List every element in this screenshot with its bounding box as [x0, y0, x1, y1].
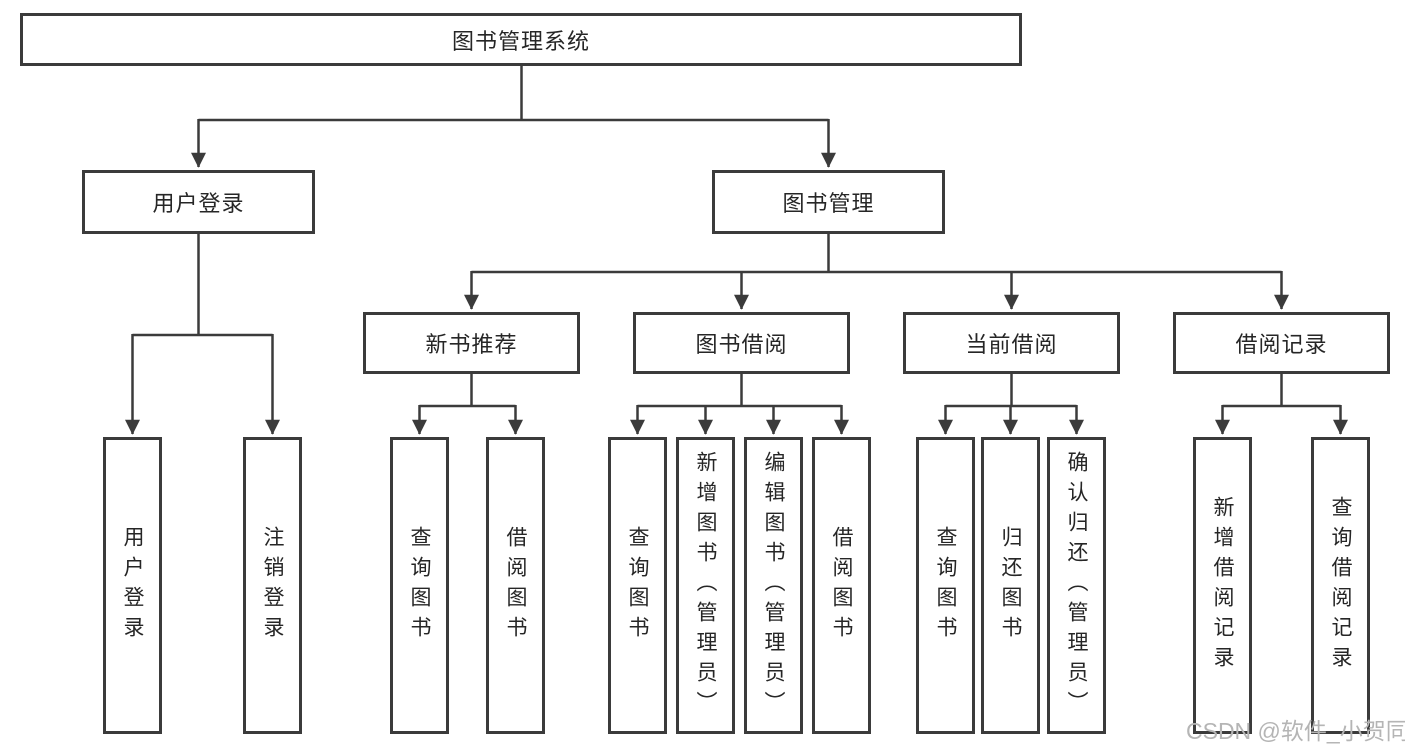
node-book-borrow-label: 图书借阅 — [695, 332, 788, 357]
leaf-query-book-3-label: 查询图书 — [934, 525, 957, 646]
leaf-query-book-2: 查询图书 — [608, 437, 667, 734]
leaf-return-book-label: 归还图书 — [999, 525, 1022, 646]
node-new-book-recommend: 新书推荐 — [363, 312, 580, 374]
node-user-login-label: 用户登录 — [152, 191, 245, 216]
leaf-borrow-book-2: 借阅图书 — [812, 437, 871, 734]
node-book-borrow: 图书借阅 — [633, 312, 850, 374]
leaf-borrow-book-1-label: 借阅图书 — [504, 525, 527, 646]
watermark: CSDN @软件_小贺同学 — [1186, 718, 1405, 744]
node-current-borrow: 当前借阅 — [903, 312, 1120, 374]
node-user-login: 用户登录 — [82, 170, 315, 234]
connector-trunks — [132, 66, 1341, 408]
node-root-system: 图书管理系统 — [20, 13, 1022, 66]
leaf-user-login-label: 用户登录 — [121, 525, 144, 646]
node-book-management: 图书管理 — [712, 170, 945, 234]
leaf-confirm-return-admin-label: 确认归还（管理员） — [1065, 450, 1088, 721]
leaf-query-book-1-label: 查询图书 — [408, 525, 431, 646]
leaf-query-book-3: 查询图书 — [916, 437, 975, 734]
leaf-return-book: 归还图书 — [981, 437, 1040, 734]
leaf-borrow-book-1: 借阅图书 — [486, 437, 545, 734]
node-new-book-recommend-label: 新书推荐 — [425, 332, 518, 357]
node-borrow-record: 借阅记录 — [1173, 312, 1390, 374]
node-borrow-record-label: 借阅记录 — [1235, 332, 1328, 357]
leaf-user-login: 用户登录 — [103, 437, 162, 734]
leaf-logout-login: 注销登录 — [243, 437, 302, 734]
leaf-add-book-admin-label: 新增图书（管理员） — [694, 450, 717, 721]
leaf-add-borrow-record-label: 新增借阅记录 — [1211, 495, 1234, 676]
node-book-management-label: 图书管理 — [782, 191, 875, 216]
node-current-borrow-label: 当前借阅 — [965, 332, 1058, 357]
leaf-add-borrow-record: 新增借阅记录 — [1193, 437, 1252, 734]
leaf-borrow-book-2-label: 借阅图书 — [830, 525, 853, 646]
node-root-label: 图书管理系统 — [451, 28, 590, 54]
leaf-query-borrow-record: 查询借阅记录 — [1311, 437, 1370, 734]
leaf-edit-book-admin-label: 编辑图书（管理员） — [762, 450, 785, 721]
leaf-query-borrow-record-label: 查询借阅记录 — [1329, 495, 1352, 676]
leaf-query-book-1: 查询图书 — [390, 437, 449, 734]
leaf-logout-login-label: 注销登录 — [261, 525, 284, 646]
leaf-confirm-return-admin: 确认归还（管理员） — [1047, 437, 1106, 734]
leaf-add-book-admin: 新增图书（管理员） — [676, 437, 735, 734]
leaf-query-book-2-label: 查询图书 — [626, 525, 649, 646]
leaf-edit-book-admin: 编辑图书（管理员） — [744, 437, 803, 734]
